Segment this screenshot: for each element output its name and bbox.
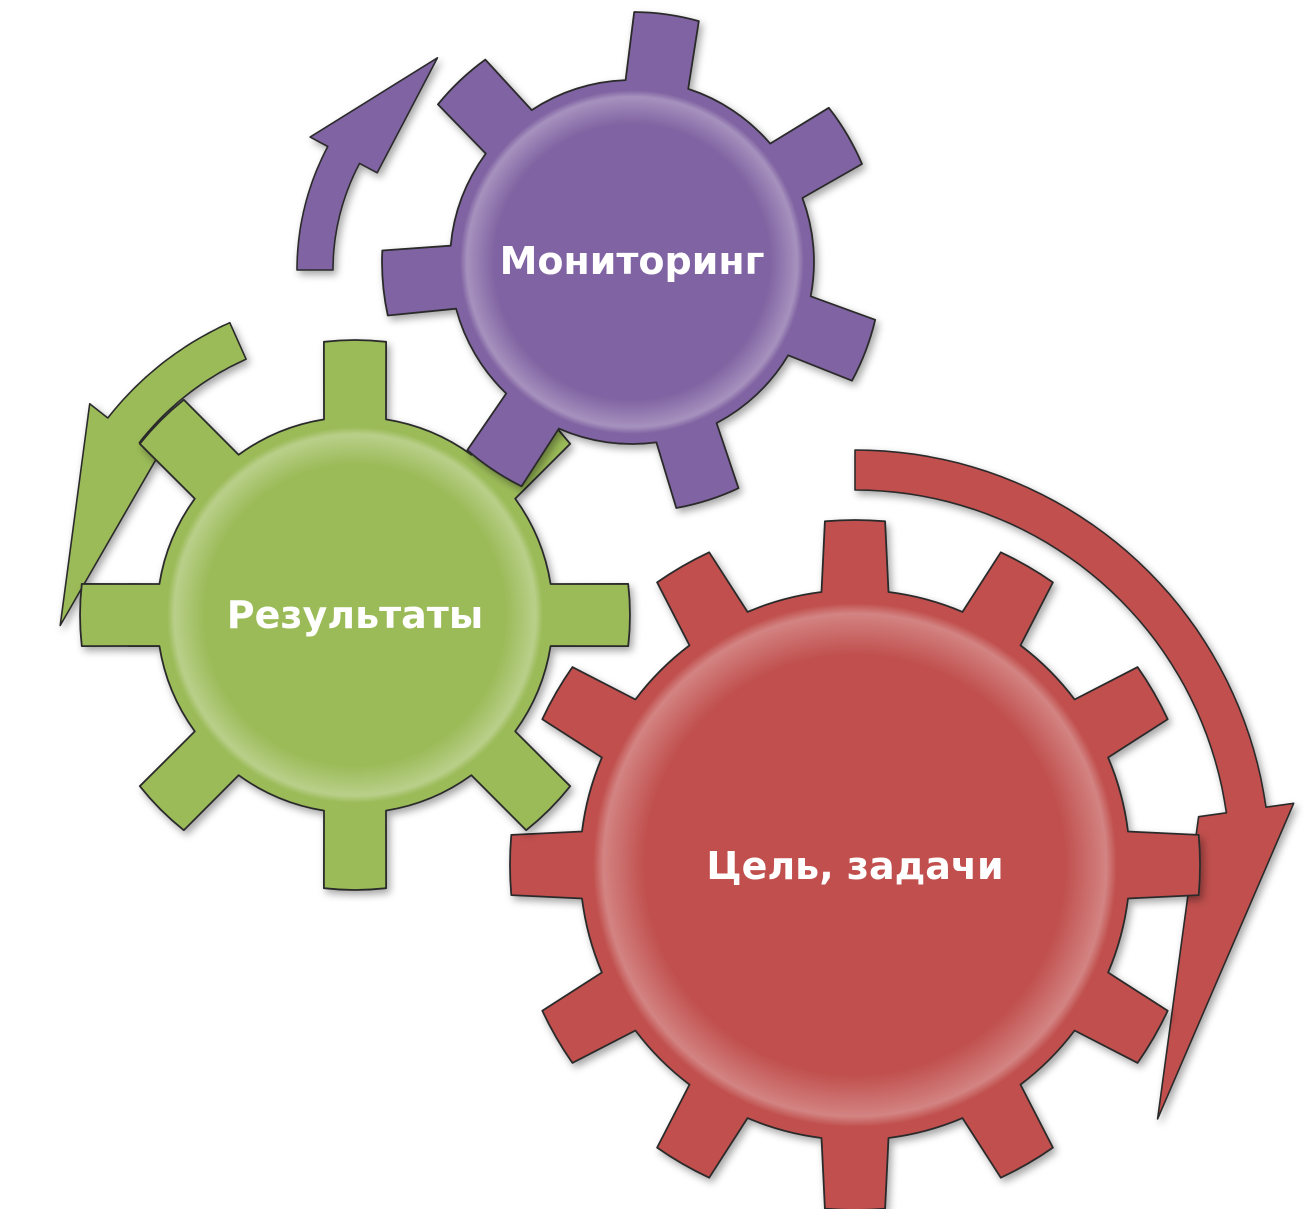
gear-results-shine bbox=[167, 427, 543, 803]
gear-results-label: Результаты bbox=[227, 593, 483, 637]
green-curved-arrow bbox=[59, 321, 247, 627]
gear-monitoring: Мониторинг bbox=[381, 11, 877, 509]
gear-goals: Цель, задачи bbox=[509, 519, 1201, 1209]
gear-results: Результаты bbox=[79, 339, 631, 891]
red-curved-arrow bbox=[854, 449, 1295, 1120]
gear-goals-label: Цель, задачи bbox=[706, 844, 1003, 888]
gear-goals-shine bbox=[593, 603, 1117, 1127]
gear-monitoring-shine bbox=[460, 90, 804, 434]
purple-curved-arrow bbox=[296, 57, 439, 271]
gear-monitoring-label: Мониторинг bbox=[500, 239, 765, 283]
